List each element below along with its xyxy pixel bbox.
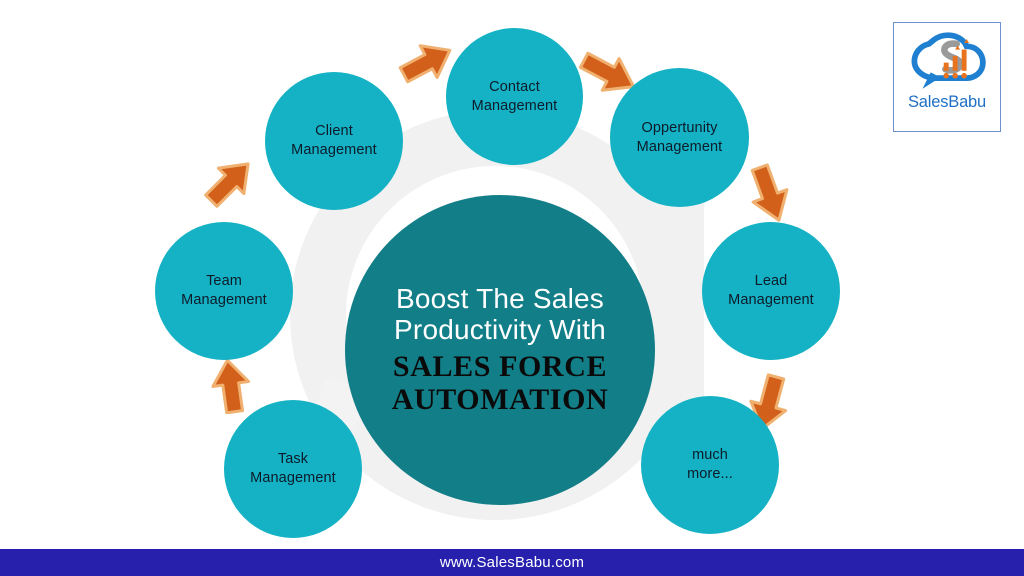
hub-line-1: Boost The Sales (396, 283, 604, 315)
node-much-more[interactable]: much more... (641, 396, 779, 534)
node-lead-management-label: Lead Management (728, 273, 814, 308)
node-contact-management[interactable]: Contact Management (446, 28, 583, 165)
salesbabu-logo[interactable]: SalesBabu (893, 22, 1001, 132)
node-task-management-label: Task Management (250, 451, 336, 486)
node-contact-management-label: Contact Management (471, 78, 558, 114)
cloud-chart-logo-icon (911, 32, 986, 89)
arrow-oppertunity-to-lead (750, 163, 789, 222)
node-client-management-label: Client Management (291, 123, 377, 158)
node-client-management[interactable]: Client Management (265, 72, 403, 210)
node-task-management[interactable]: Task Management (224, 400, 362, 538)
arrow-team-to-client (204, 162, 250, 208)
node-team-management-label: Team Management (181, 273, 267, 308)
node-team-management[interactable]: Team Management (155, 222, 293, 360)
arrow-task-to-team (211, 358, 251, 414)
hub-emphasis-1: SALES FORCE (392, 349, 608, 383)
hub-emphasis-2: AUTOMATION (391, 383, 609, 417)
node-much-more-label: much more... (687, 447, 733, 482)
salesbabu-logo-text: SalesBabu (907, 93, 986, 111)
center-hub: Boost The Sales Productivity With SALES … (345, 195, 655, 505)
node-lead-management[interactable]: Lead Management (702, 222, 840, 360)
node-oppertunity-management[interactable]: Oppertunity Management (610, 68, 749, 207)
footer-bar: www.SalesBabu.com (0, 549, 1024, 576)
node-oppertunity-management-label: Oppertunity Management (636, 119, 723, 155)
hub-line-2: Productivity With (394, 314, 606, 346)
footer-website-url[interactable]: www.SalesBabu.com (439, 554, 585, 571)
